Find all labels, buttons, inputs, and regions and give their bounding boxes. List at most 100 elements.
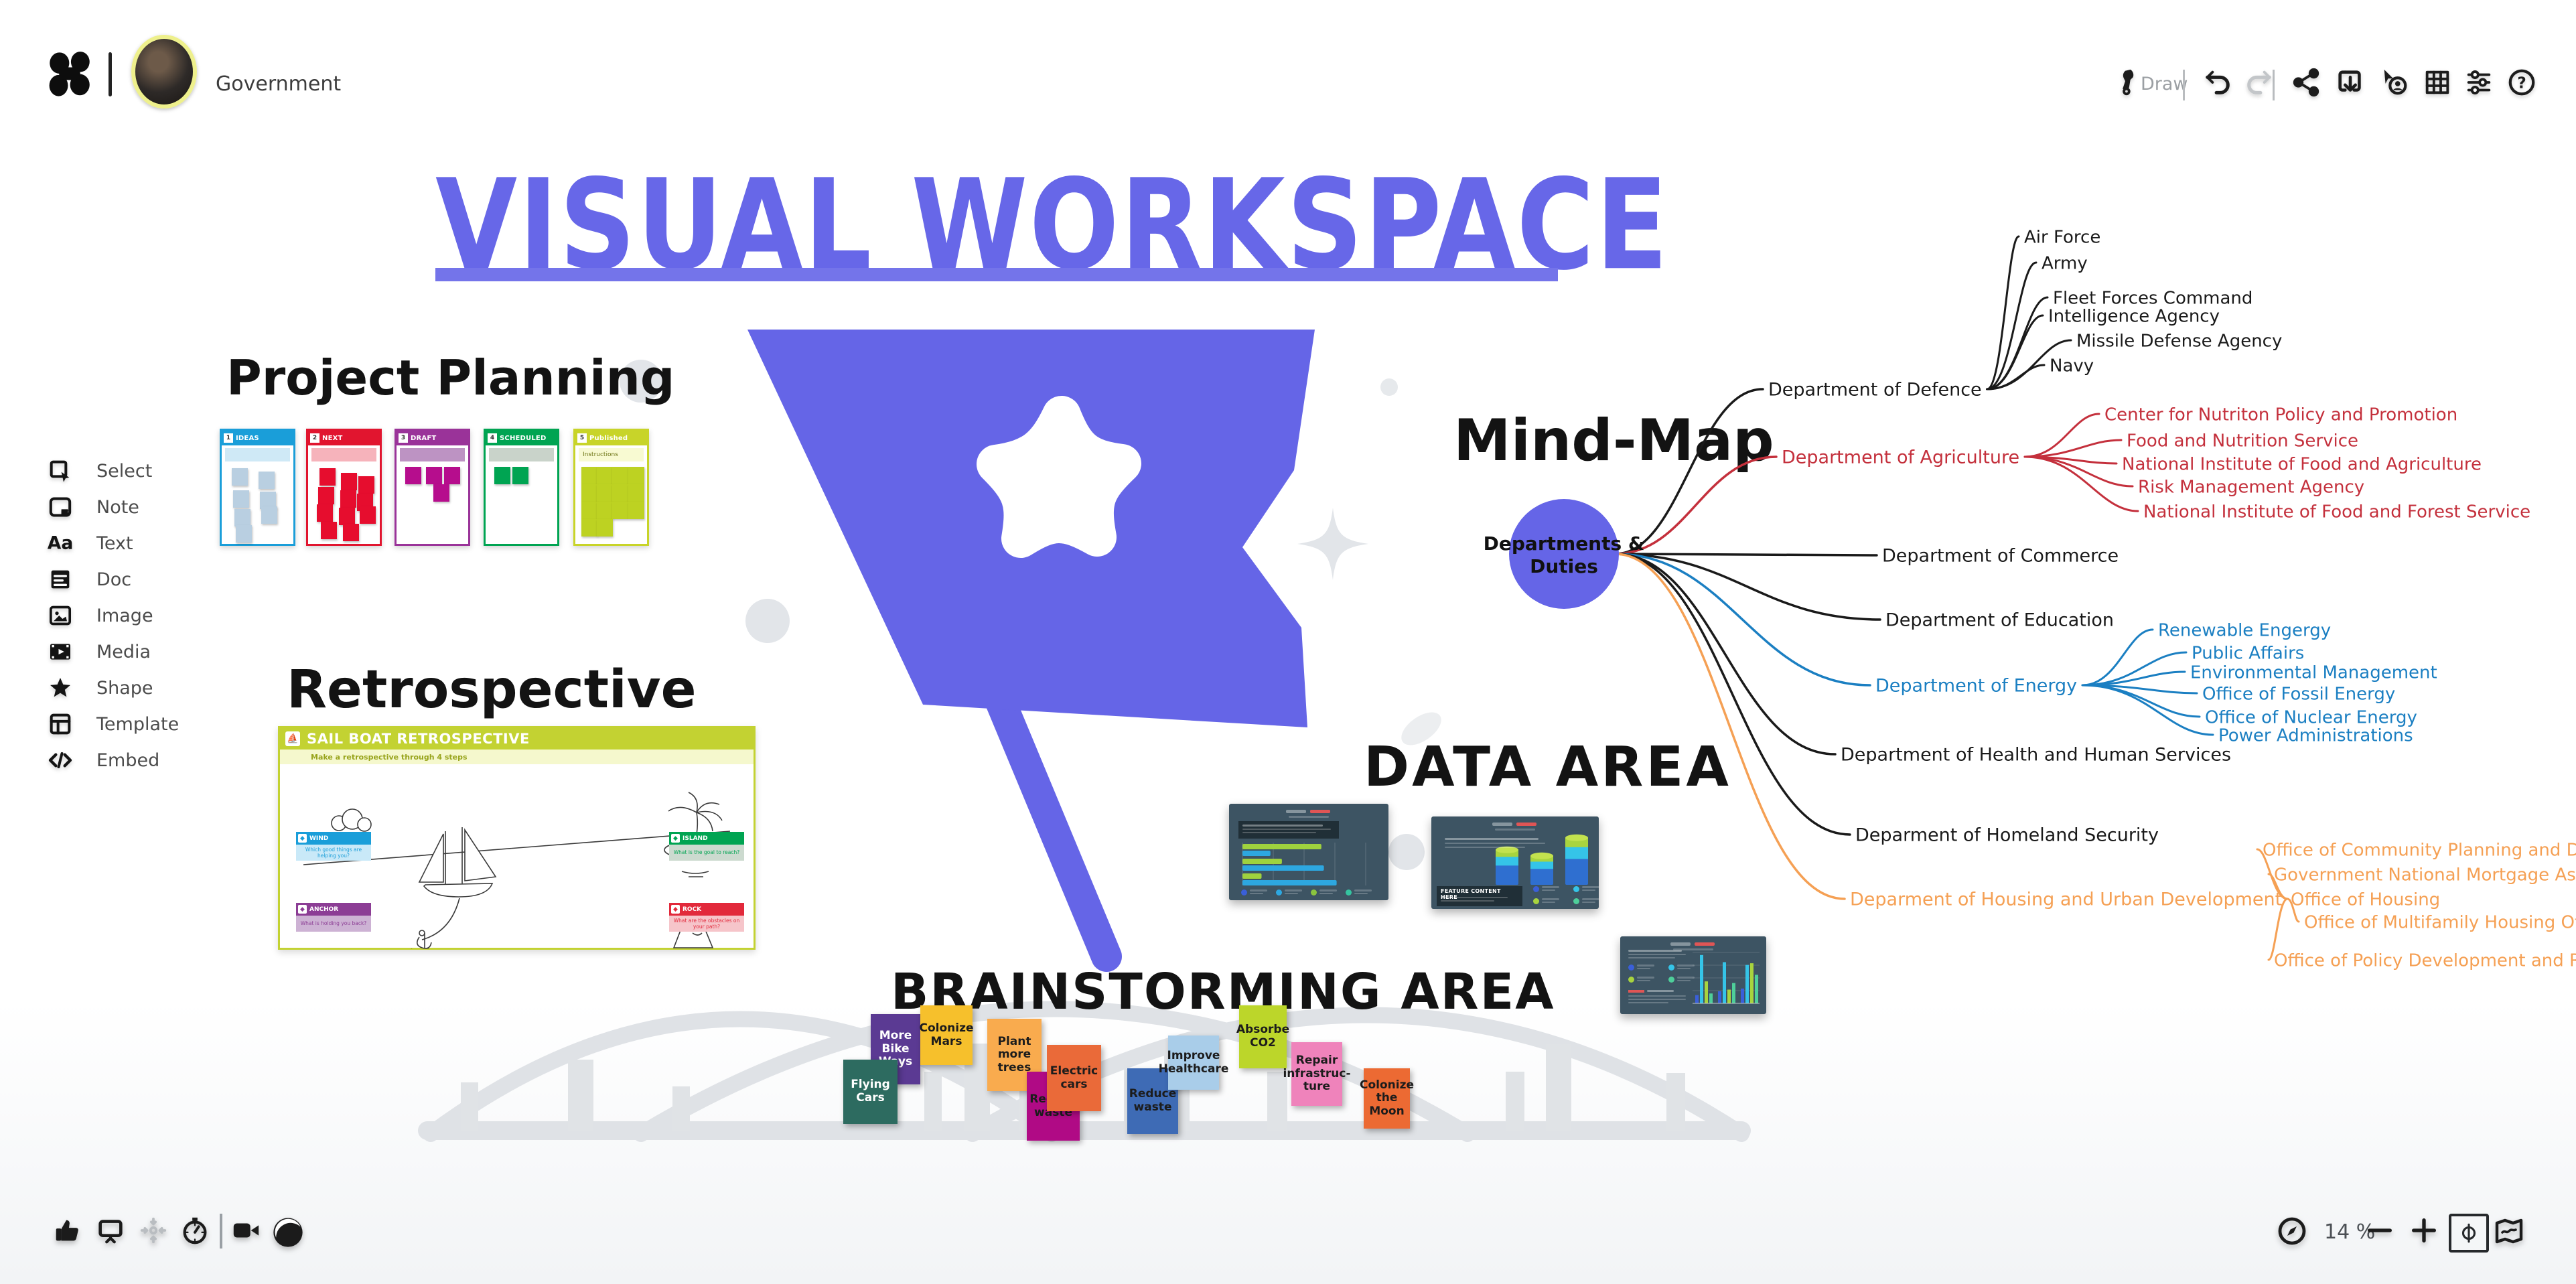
kanban-sticky[interactable] <box>340 490 356 508</box>
kanban-board-next[interactable]: 2 NEXT <box>306 429 382 546</box>
mind-map-node[interactable]: Air Force <box>2024 227 2100 247</box>
pen-icon[interactable] <box>2110 67 2141 98</box>
share-icon[interactable] <box>2291 67 2321 98</box>
mind-map-node[interactable]: Center for Nutriton Policy and Promotion <box>2104 405 2457 425</box>
thumbs-up-icon[interactable] <box>52 1215 83 1246</box>
kanban-sticky[interactable] <box>235 525 252 543</box>
redo-icon[interactable] <box>2244 67 2275 98</box>
kanban-sticky[interactable] <box>597 466 614 484</box>
sidebar-item-media[interactable]: Media <box>47 634 221 670</box>
mind-map-node[interactable]: Department of Agriculture <box>1782 447 2019 468</box>
kanban-sticky[interactable] <box>597 501 614 519</box>
project-planning-heading[interactable]: Project Planning <box>226 350 675 406</box>
mind-map-node[interactable]: Risk Management Agency <box>2138 477 2364 497</box>
kanban-sticky[interactable] <box>597 518 614 537</box>
kanban-sticky[interactable] <box>405 466 421 484</box>
kanban-sticky[interactable] <box>581 501 597 519</box>
mind-map-node[interactable]: Army <box>2042 253 2088 273</box>
mind-map-node[interactable]: Power Administrations <box>2218 725 2413 745</box>
kanban-sticky[interactable] <box>231 468 248 486</box>
gradient-bar-slide[interactable] <box>1229 804 1388 900</box>
grid-icon[interactable] <box>2422 67 2453 98</box>
kanban-sticky[interactable] <box>319 468 336 486</box>
sticky-note[interactable]: Repair infrastruc- ture <box>1283 1042 1351 1106</box>
kanban-sticky[interactable] <box>358 476 374 494</box>
kanban-sticky[interactable] <box>433 484 450 502</box>
kanban-sticky[interactable] <box>359 506 376 524</box>
kanban-sticky[interactable] <box>261 506 278 524</box>
mind-map-node[interactable]: Navy <box>2050 356 2094 376</box>
brainstorming-heading[interactable]: BRAINSTORMING AREA <box>891 963 1555 1021</box>
fit-to-screen-button[interactable] <box>2449 1214 2489 1253</box>
sticky-note[interactable]: Improve Healthcare <box>1159 1036 1228 1090</box>
kanban-sticky[interactable] <box>628 501 644 519</box>
sidebar-item-select[interactable]: Select <box>47 453 221 489</box>
app-logo[interactable] <box>44 48 95 99</box>
kanban-sticky[interactable] <box>425 466 442 484</box>
retrospective-heading[interactable]: Retrospective <box>287 660 697 720</box>
mind-map-node[interactable]: Office of Fossil Energy <box>2202 684 2395 704</box>
mind-map-node[interactable]: Office of Multifamily Housing Office <box>2304 912 2576 932</box>
kanban-sticky[interactable] <box>316 504 333 522</box>
retro-card-wind[interactable]: ◆ WIND Which good things are helping you… <box>296 832 371 861</box>
map-icon[interactable] <box>2493 1215 2525 1247</box>
user-avatar[interactable] <box>131 35 197 109</box>
kanban-board-scheduled[interactable]: 4 SCHEDULED <box>484 429 559 546</box>
help-icon[interactable]: ? <box>2506 67 2537 98</box>
cylinder-slide[interactable]: FEATURE CONTENT HERE <box>1431 816 1599 909</box>
kanban-sticky[interactable] <box>338 508 355 526</box>
kanban-sticky[interactable] <box>342 523 359 541</box>
kanban-sticky[interactable] <box>581 466 597 484</box>
kanban-sticky[interactable] <box>512 466 528 484</box>
data-area-heading[interactable]: DATA AREA <box>1364 735 1731 799</box>
mind-map-node[interactable]: Office of Housing <box>2291 889 2440 910</box>
mind-map-node[interactable]: Department of Defence <box>1768 380 1982 401</box>
theme-icon[interactable] <box>271 1215 305 1250</box>
mind-map-node[interactable]: Office of Policy Development and Researc… <box>2274 950 2576 971</box>
kanban-board-draft[interactable]: 3 DRAFT <box>395 429 470 546</box>
cursor-user-icon[interactable] <box>2379 67 2410 98</box>
mind-map-node[interactable]: Office of Community Planning and Develop… <box>2263 840 2576 860</box>
sticky-note[interactable]: Electric cars <box>1047 1045 1101 1111</box>
grouped-bar-slide[interactable] <box>1620 936 1766 1014</box>
kanban-sticky[interactable] <box>612 466 629 484</box>
mind-map-node[interactable]: Intelligence Agency <box>2048 306 2220 326</box>
presentation-icon[interactable] <box>95 1215 126 1246</box>
kanban-sticky[interactable] <box>232 490 249 508</box>
mind-map-node[interactable]: Fleet Forces Command <box>2053 288 2252 308</box>
mind-map-node[interactable]: National Institute of Food and Forest Se… <box>2143 502 2530 522</box>
compass-icon[interactable] <box>2276 1215 2308 1247</box>
retro-card-anchor[interactable]: ◆ ANCHOR What is holding you back? <box>296 903 371 932</box>
mind-map-node[interactable]: Environmental Management <box>2190 662 2437 683</box>
kanban-sticky[interactable] <box>597 484 614 502</box>
sidebar-item-shape[interactable]: Shape <box>47 670 221 706</box>
sailboat-retrospective-board[interactable]: ⛵ SAIL BOAT RETROSPECTIVE Make a retrosp… <box>278 726 756 950</box>
kanban-sticky[interactable] <box>628 484 644 502</box>
mind-map-node[interactable]: National Institute of Food and Agricultu… <box>2122 454 2482 474</box>
mind-map-node[interactable]: Deparment of Housing and Urban Developme… <box>1850 889 2282 910</box>
retro-card-rock[interactable]: ◆ ROCK What are the obstacles on your pa… <box>669 903 744 932</box>
kanban-sticky[interactable] <box>340 473 357 491</box>
sidebar-item-embed[interactable]: Embed <box>47 742 221 778</box>
mind-map-node[interactable]: Renewable Engergy <box>2158 620 2331 640</box>
mind-map-node[interactable]: Office of Nuclear Energy <box>2205 707 2417 727</box>
sidebar-item-image[interactable]: Image <box>47 597 221 634</box>
sticky-note[interactable]: Absorbe CO2 <box>1236 1005 1289 1068</box>
mind-map-root[interactable] <box>1509 499 1619 609</box>
settings-icon[interactable] <box>2463 67 2494 98</box>
kanban-board-ideas[interactable]: 1 IDEAS <box>220 429 295 546</box>
sticky-note[interactable]: Flying Cars <box>843 1060 898 1124</box>
kanban-sticky[interactable] <box>494 466 510 484</box>
mind-map-node[interactable]: Department of Education <box>1885 610 2114 631</box>
kanban-sticky[interactable] <box>581 518 597 537</box>
camera-icon[interactable] <box>230 1215 261 1246</box>
timer-icon[interactable] <box>180 1215 210 1246</box>
kanban-sticky[interactable] <box>320 522 337 540</box>
mind-map-node[interactable]: Department of Health and Human Services <box>1841 745 2231 766</box>
kanban-sticky[interactable] <box>259 471 275 489</box>
kanban-sticky[interactable] <box>612 501 629 519</box>
mind-map-node[interactable]: Department of Commerce <box>1882 546 2119 567</box>
